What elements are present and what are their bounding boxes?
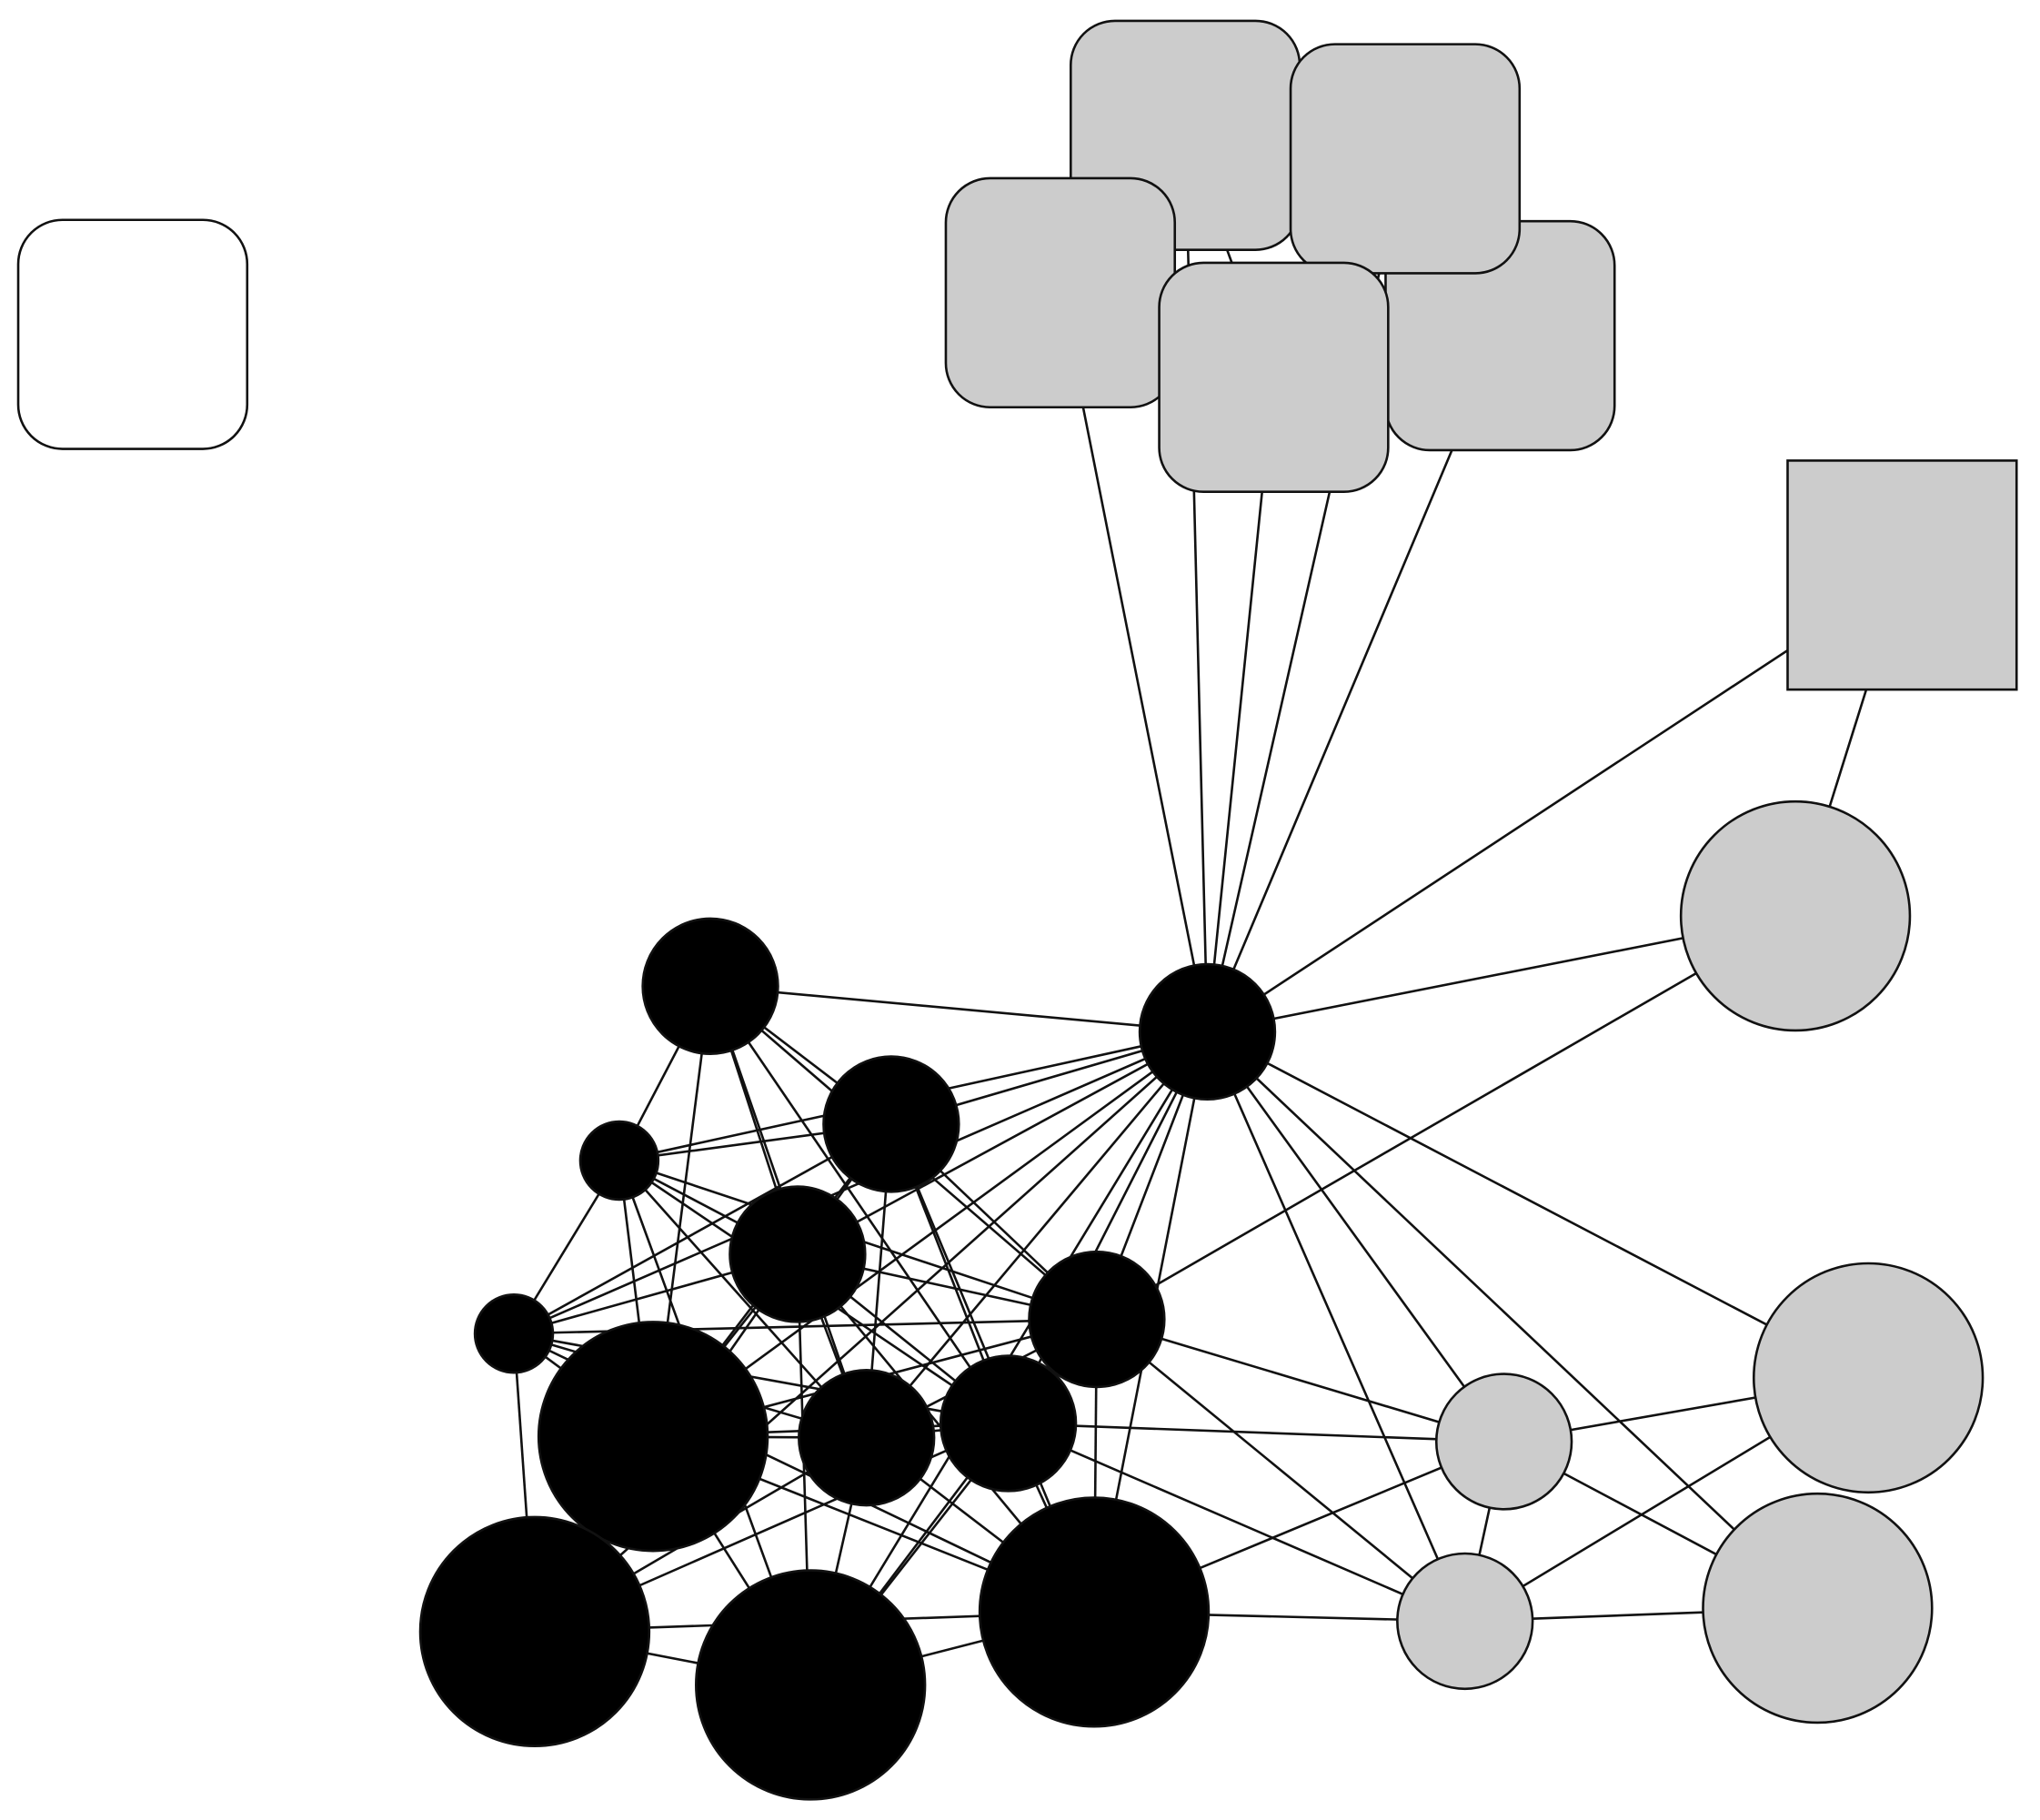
node-isolated-node-iso [16, 218, 249, 450]
node-black-cluster-b7 [537, 1321, 769, 1553]
edge-g2-b5 [1096, 1318, 1505, 1443]
node-black-cluster-b8 [798, 1369, 936, 1507]
node-black-cluster-b12 [978, 1496, 1211, 1728]
node-layer [16, 19, 2018, 1801]
edge-b1-b9 [708, 985, 1010, 1424]
edge-hub-g4 [1206, 1031, 1869, 1380]
node-gray-square-sq [1786, 459, 2018, 691]
edge-hub-g2 [1206, 1031, 1505, 1443]
node-gray-circles-g2 [1434, 1373, 1573, 1511]
node-black-cluster-b5 [1028, 1250, 1166, 1389]
edge-hub-r2 [1206, 335, 1502, 1032]
node-black-cluster-b2 [822, 1055, 960, 1193]
node-gray-rounded-squares-r4 [944, 176, 1177, 409]
node-black-cluster-b1 [641, 917, 779, 1055]
edge-hub-b8 [865, 1031, 1209, 1439]
node-gray-rounded-squares-r3 [1289, 43, 1522, 275]
edge-hub-g5 [1206, 1031, 1819, 1610]
node-black-cluster-b4 [729, 1185, 867, 1323]
edge-g3-b5 [1096, 1318, 1466, 1623]
node-black-cluster-b10 [418, 1515, 651, 1748]
edge-g2-b9 [1008, 1422, 1504, 1443]
edge-b2-b6 [513, 1122, 892, 1335]
node-black-cluster-b9 [939, 1354, 1078, 1493]
edge-hub-sq [1206, 574, 1904, 1033]
edge-g3-b9 [1008, 1422, 1466, 1623]
node-black-cluster-b6 [473, 1293, 555, 1374]
node-black-cluster-hub [1138, 962, 1277, 1101]
edge-hub-b1 [709, 985, 1208, 1033]
node-gray-rounded-squares-r5 [1158, 261, 1390, 494]
edge-hub-b4 [797, 1031, 1209, 1256]
node-black-cluster-b3 [578, 1120, 660, 1202]
edge-hub-g3 [1206, 1031, 1466, 1622]
node-black-cluster-b11 [695, 1569, 927, 1801]
node-gray-circles-g1 [1679, 799, 1912, 1032]
node-gray-circles-g3 [1396, 1552, 1534, 1691]
node-gray-circles-g5 [1702, 1492, 1934, 1724]
node-gray-circles-g4 [1752, 1262, 1985, 1494]
edge-hub-r4 [1059, 292, 1209, 1032]
edge-g1-b5 [1096, 914, 1796, 1321]
